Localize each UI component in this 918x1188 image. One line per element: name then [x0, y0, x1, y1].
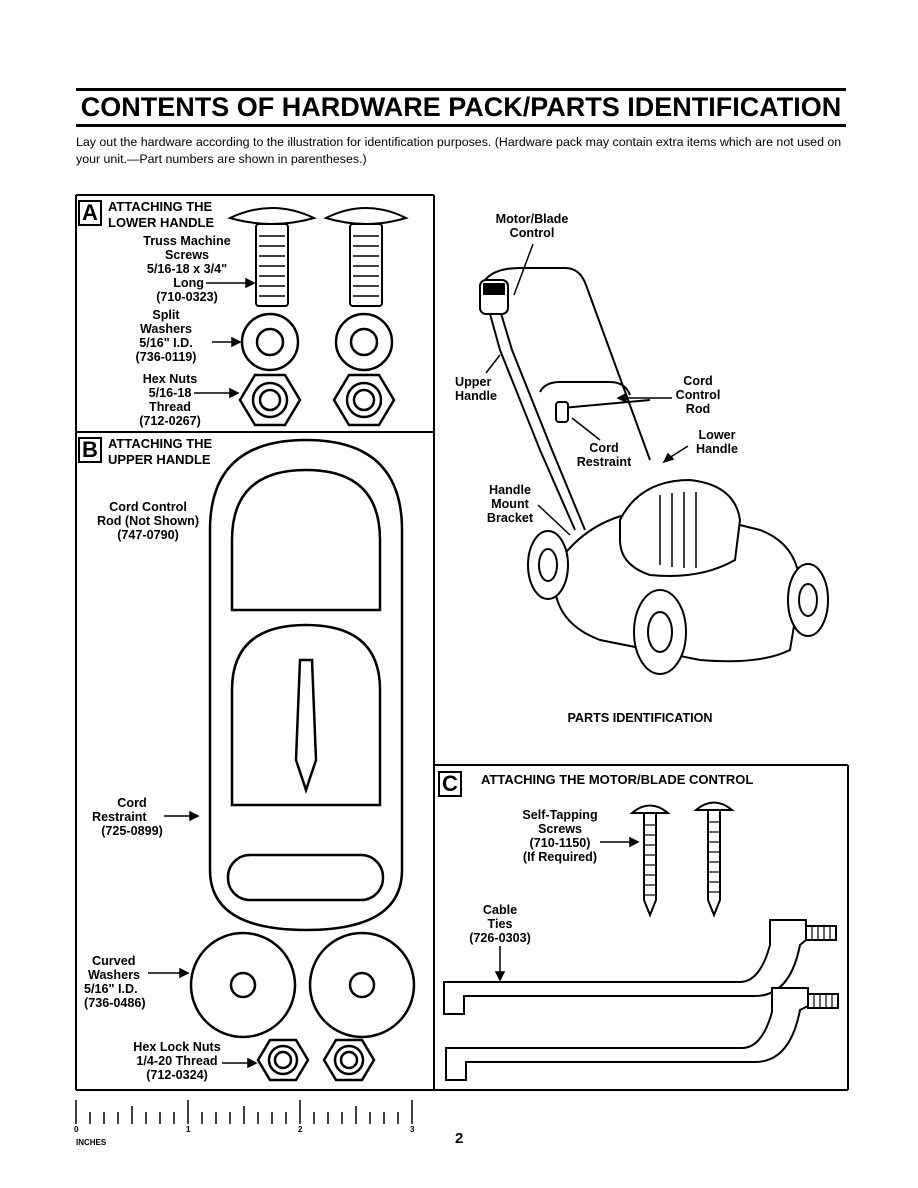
label-line: Handle [696, 442, 738, 456]
label-line: Screws [164, 248, 210, 262]
label-line: (736-0119) [135, 350, 197, 364]
label-line: Lower [698, 428, 736, 442]
motor-blade-control-label: Motor/Blade Control [484, 212, 580, 240]
label-line: 5/16" I.D. [84, 982, 138, 996]
self-tapping-screw-icon [629, 801, 735, 918]
label-line: 5/16-18 x 3/4" [146, 262, 228, 276]
label-line: Cord [683, 374, 713, 388]
section-a-letter: A [78, 200, 102, 226]
ruler-number-3: 3 [410, 1125, 415, 1134]
label-line: (747-0790) [117, 528, 179, 542]
label-line: Cord [117, 796, 147, 810]
cord-control-rod-part-label: Cord Control Rod [670, 374, 726, 416]
truss-screw-icon [227, 207, 409, 307]
label-line: Hex Lock Nuts [133, 1040, 221, 1054]
lawn-mower-illustration [479, 267, 829, 675]
label-line: (726-0303) [469, 931, 531, 945]
label-line: Hex Nuts [142, 372, 198, 386]
label-line: Restraint [576, 455, 632, 469]
label-line: Mount [491, 497, 529, 511]
truss-screws-label: Truss Machine Screws 5/16-18 x 3/4" Long… [120, 234, 254, 304]
label-line: Handle [489, 483, 531, 497]
label-line: Cable [482, 903, 518, 917]
hex-lock-nuts-label: Hex Lock Nuts 1/4-20 Thread (712-0324) [124, 1040, 230, 1082]
self-tapping-screws-label: Self-Tapping Screws (710-1150) (If Requi… [512, 808, 608, 864]
label-line: Washers [88, 968, 141, 982]
label-line: Cord [589, 441, 619, 455]
handle-mount-bracket-label: Handle Mount Bracket [480, 483, 540, 525]
label-line: (712-0324) [146, 1068, 208, 1082]
title-rule-bottom [76, 124, 846, 127]
section-c-letter: C [438, 771, 462, 797]
upper-handle-label: Upper Handle [455, 375, 515, 403]
curved-washer-icon [189, 931, 416, 1039]
label-line: (710-0323) [156, 290, 218, 304]
parts-identification-caption: PARTS IDENTIFICATION [567, 711, 713, 725]
ruler-unit: INCHES [76, 1138, 107, 1147]
cord-control-rod-label: Cord Control Rod (Not Shown) (747-0790) [86, 500, 210, 542]
label-line: Restraint [92, 810, 147, 824]
cable-tie-icon [443, 919, 839, 1081]
section-b-heading-line1: ATTACHING THE [108, 436, 213, 451]
page-title: CONTENTS OF HARDWARE PACK/PARTS IDENTIFI… [80, 92, 842, 122]
label-line: Split [152, 308, 180, 322]
section-a-heading-line1: ATTACHING THE [108, 199, 213, 214]
label-line: Rod (Not Shown) [96, 514, 200, 528]
title-rule-top [76, 88, 846, 91]
label-line: Truss Machine [143, 234, 231, 248]
label-line: Rod [685, 402, 711, 416]
label-line: Upper [455, 375, 492, 389]
cord-restraint-part [208, 438, 404, 932]
label-line: (712-0267) [139, 414, 201, 428]
lower-handle-label: Lower Handle [690, 428, 744, 456]
label-line: Long [173, 276, 204, 290]
section-a-heading-line2: LOWER HANDLE [108, 215, 215, 230]
label-line: 5/16" I.D. [139, 336, 193, 350]
label-line: Cord Control [109, 500, 187, 514]
label-line: (736-0486) [84, 996, 146, 1010]
label-line: Control [509, 226, 555, 240]
ruler-number-1: 1 [186, 1125, 191, 1134]
hex-nuts-label: Hex Nuts 5/16-18 Thread (712-0267) [122, 372, 218, 428]
cord-restraint-label: Cord Restraint (725-0899) [92, 796, 172, 838]
label-line: Handle [455, 389, 497, 403]
section-b-letter: B [78, 437, 102, 463]
split-washers-label: Split Washers 5/16" I.D. (736-0119) [118, 308, 214, 364]
hex-nut-icon [238, 373, 396, 427]
label-line: Thread [149, 400, 191, 414]
section-b-heading-line2: UPPER HANDLE [108, 452, 211, 467]
label-line: Bracket [486, 511, 534, 525]
cable-ties-label: Cable Ties (726-0303) [460, 903, 540, 945]
ruler-number-2: 2 [298, 1125, 303, 1134]
label-line: Motor/Blade [495, 212, 569, 226]
split-washer-icon [240, 312, 394, 372]
intro-text: Lay out the hardware according to the il… [76, 135, 842, 166]
label-line: (710-1150) [529, 836, 591, 850]
section-a-heading: ATTACHING THE LOWER HANDLE [108, 199, 248, 231]
cord-restraint-part-label: Cord Restraint [570, 441, 638, 469]
label-line: Washers [139, 322, 193, 336]
hex-lock-nut-icon [256, 1038, 376, 1082]
inch-ruler [75, 1100, 413, 1124]
label-line: 1/4-20 Thread [136, 1054, 218, 1068]
label-line: (If Required) [522, 850, 598, 864]
label-line: Control [675, 388, 721, 402]
label-line: Curved [92, 954, 136, 968]
section-b-heading: ATTACHING THE UPPER HANDLE [108, 436, 248, 468]
label-line: Screws [537, 822, 583, 836]
page-number: 2 [455, 1130, 464, 1147]
curved-washers-label: Curved Washers 5/16" I.D. (736-0486) [84, 954, 164, 1010]
label-line: (725-0899) [101, 824, 163, 838]
label-line: Self-Tapping [522, 808, 598, 822]
label-line: Ties [487, 917, 513, 931]
label-line: 5/16-18 [148, 386, 192, 400]
section-c-heading: ATTACHING THE MOTOR/BLADE CONTROL [481, 772, 754, 787]
ruler-number-0: 0 [74, 1125, 79, 1134]
